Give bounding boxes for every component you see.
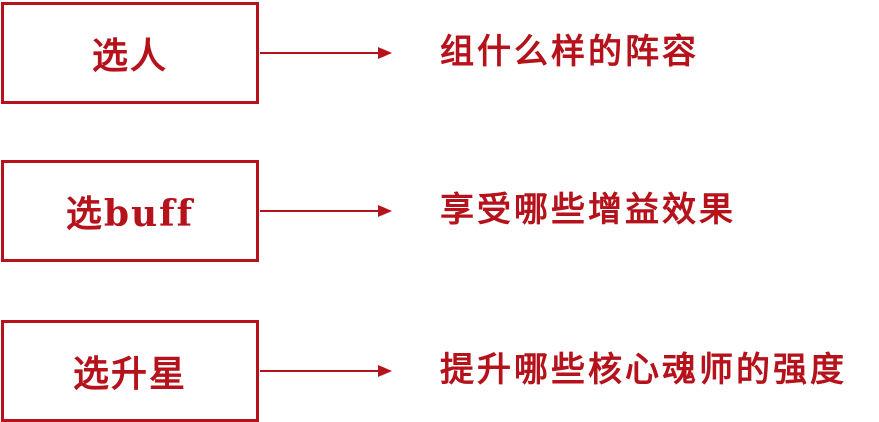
arrow-right-icon: [260, 205, 392, 217]
step-description-2: 享受哪些增益效果: [440, 190, 736, 230]
arrow-right-icon: [260, 47, 392, 59]
step-label-3: 选升星: [72, 353, 187, 395]
step-row-2: 选buff 享受哪些增益效果: [0, 160, 879, 262]
arrow-right-icon: [260, 365, 392, 377]
step-box-2: 选buff: [1, 160, 259, 262]
step-description-3: 提升哪些核心魂师的强度: [440, 350, 847, 390]
step-label-2: 选buff: [65, 193, 195, 235]
step-box-1: 选人: [1, 2, 259, 104]
step-label-1: 选人: [91, 35, 168, 77]
step-description-1: 组什么样的阵容: [440, 32, 699, 72]
step-box-3: 选升星: [1, 320, 259, 422]
step-row-1: 选人 组什么样的阵容: [0, 2, 879, 104]
step-row-3: 选升星 提升哪些核心魂师的强度: [0, 320, 879, 422]
